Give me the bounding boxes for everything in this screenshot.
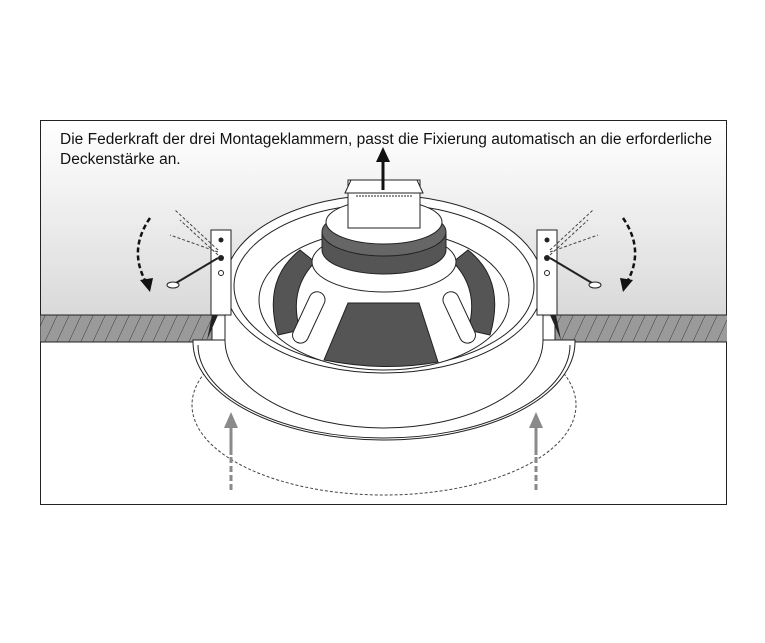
- mounting-clip-left: [166, 209, 232, 340]
- rotate-arrow-right: [620, 217, 637, 292]
- speaker-installation-illustration: [40, 147, 727, 496]
- speaker-cone: [323, 302, 439, 368]
- rotate-arrow-left: [136, 217, 153, 292]
- basket-slot-right: [442, 291, 476, 344]
- diagram-frame: Die Federkraft der drei Montageklammern,…: [40, 120, 727, 505]
- up-arrow-gray-left: [224, 412, 238, 490]
- basket-slot-left: [292, 291, 326, 344]
- surround-left: [272, 249, 316, 336]
- up-arrow-gray-right: [529, 412, 543, 490]
- caption-text: Die Federkraft der drei Montageklammern,…: [60, 131, 712, 168]
- up-arrow-black: [376, 147, 390, 190]
- surround-right: [452, 249, 496, 336]
- ceiling-left: [40, 314, 213, 343]
- trim-flange-inner-edge: [197, 344, 571, 439]
- ceiling-right: [554, 314, 727, 343]
- mounting-clip-right: [536, 209, 602, 340]
